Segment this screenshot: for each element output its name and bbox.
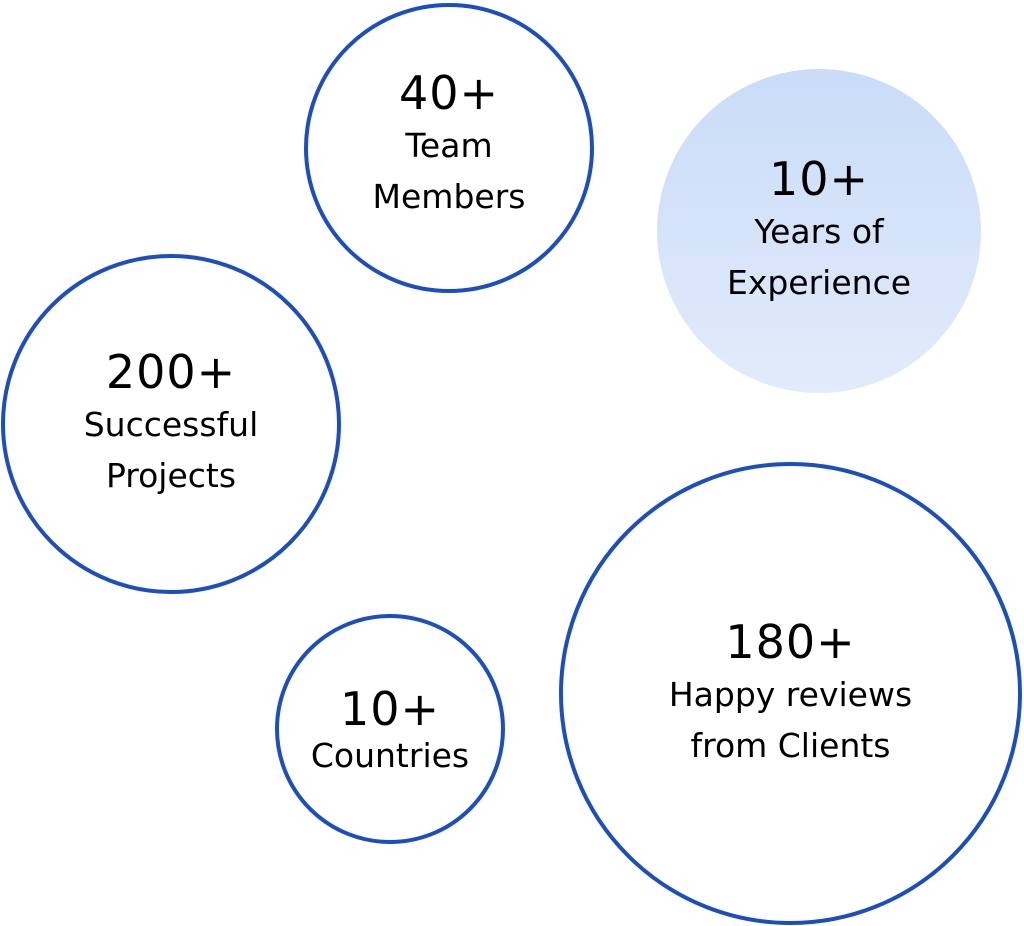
stat-label: Team Members	[372, 126, 526, 217]
stat-value: 40+	[398, 66, 500, 121]
stat-team-members: 40+ Team Members	[304, 3, 594, 293]
stat-label: Countries	[310, 735, 470, 775]
stat-countries: 10+ Countries	[275, 614, 505, 844]
stat-value: 10+	[339, 681, 441, 736]
stat-label: Happy reviews from Clients	[668, 674, 913, 765]
stat-happy-reviews: 180+ Happy reviews from Clients	[559, 462, 1022, 925]
stat-value: 180+	[725, 614, 856, 669]
stat-label: Years of Experience	[726, 212, 912, 303]
stat-value: 10+	[768, 152, 870, 207]
stat-successful-projects: 200+ Successful Projects	[1, 254, 341, 594]
stat-years-experience: 10+ Years of Experience	[657, 69, 981, 393]
stat-value: 200+	[105, 345, 237, 400]
stat-label: Successful Projects	[83, 405, 259, 496]
